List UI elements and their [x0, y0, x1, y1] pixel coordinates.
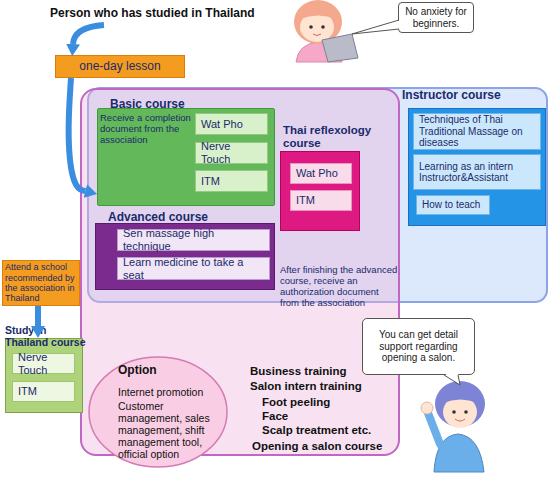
- girl-eye: [321, 25, 325, 29]
- diagram-title: Person who has studied in Thailand: [50, 7, 310, 21]
- course-box: Instructor courseTechniques of Thai Trad…: [408, 108, 546, 226]
- node-text: ITM: [13, 382, 74, 401]
- boy-face: [443, 396, 477, 428]
- node-text: Sen massage high technique: [118, 230, 269, 250]
- bubble-tail: [444, 373, 460, 385]
- girl-illustration: [294, 0, 358, 62]
- start-arrow: [73, 25, 104, 44]
- node-text: Advanced course: [108, 211, 248, 225]
- note-text: After finishing the advanced course, rec…: [280, 265, 398, 309]
- bubble-tail-line: [352, 20, 399, 34]
- item-box: Wat Pho: [290, 163, 352, 184]
- node-text: Internet promotion: [118, 386, 228, 398]
- item-box: Nerve Touch: [195, 142, 268, 164]
- girl-mouth: [313, 34, 321, 36]
- bubble-tail-fill: [352, 20, 401, 34]
- item-box: ITM: [195, 170, 268, 192]
- node-text: Foot peeling: [262, 396, 400, 409]
- node-text: Receive a completion document from the a…: [100, 113, 194, 146]
- node-text: Wat Pho: [291, 164, 351, 183]
- course-box: Study in Thailand courseNerve TouchITM: [5, 338, 83, 413]
- item-box: Learning as an intern Instructor&Assista…: [413, 154, 541, 190]
- boy-arm: [428, 413, 440, 444]
- laptop: [322, 34, 358, 62]
- node-text: Opening a salon course: [252, 440, 400, 453]
- node-text: Wat Pho: [196, 114, 267, 134]
- speech-bubble: No anxiety for beginners.: [398, 2, 474, 33]
- node-heading: Option: [118, 364, 218, 378]
- bubble-tail: [352, 20, 401, 34]
- node-text: No anxiety for beginners.: [399, 3, 473, 32]
- item-box: Wat Pho: [195, 113, 268, 135]
- boy-body: [434, 434, 484, 472]
- item-box: Learn medicine to take a seat: [117, 257, 270, 280]
- course-box: Thai reflexology courseWat PhoITM: [280, 151, 360, 231]
- node-text: Instructor course: [402, 89, 542, 103]
- course-box: Basic courseReceive a completion documen…: [97, 108, 275, 206]
- boy-eye: [464, 410, 468, 414]
- item-box: ITM: [290, 190, 352, 211]
- node-text: Customer management, sales management, s…: [118, 400, 230, 460]
- boy-hand: [421, 402, 433, 414]
- boy-mouth: [455, 419, 465, 421]
- boy-illustration: [421, 381, 485, 472]
- item-box: Sen massage high technique: [117, 229, 270, 251]
- node-text: Salon intern training: [250, 380, 400, 393]
- boy-bangs: [443, 395, 478, 404]
- bubble-tail-fill: [444, 373, 460, 385]
- boy-hair: [435, 381, 485, 427]
- node-text: Nerve Touch: [13, 354, 74, 373]
- girl-face: [300, 12, 334, 42]
- girl-body: [296, 42, 342, 62]
- node-text: Attend a school recommended by the assoc…: [3, 261, 79, 305]
- node-text: Thai reflexology course: [283, 124, 395, 150]
- lesson-box: one-day lesson: [55, 55, 185, 78]
- node-text: Face: [262, 410, 400, 423]
- node-text: ITM: [196, 171, 267, 191]
- edge-layer: [38, 78, 85, 326]
- girl-eye: [309, 25, 313, 29]
- node-text: How to teach: [417, 196, 489, 214]
- node-text: one-day lesson: [56, 56, 184, 77]
- girl-hair: [294, 0, 342, 44]
- node-text: Techniques of Thai Traditional Massage o…: [414, 114, 540, 149]
- node-heading: Basic course: [110, 98, 210, 112]
- node-text: You can get detail support regarding ope…: [363, 319, 474, 374]
- node-text: Learning as an intern Instructor&Assista…: [414, 155, 540, 189]
- boy-eye: [452, 410, 456, 414]
- node-text: Learn medicine to take a seat: [118, 258, 269, 279]
- bubble-tail-line: [444, 375, 460, 385]
- flow-arrow: [69, 78, 86, 191]
- course-box: Advanced courseSen massage high techniqu…: [95, 223, 275, 290]
- node-text: Study in Thailand course: [5, 324, 87, 348]
- item-box: Nerve Touch: [12, 353, 75, 374]
- speech-bubble: You can get detail support regarding ope…: [362, 318, 475, 375]
- item-box: How to teach: [416, 195, 490, 215]
- girl-bangs: [300, 11, 336, 20]
- item-box: Techniques of Thai Traditional Massage o…: [413, 113, 541, 150]
- option-circle: OptionInternet promotionCustomer managem…: [88, 356, 228, 468]
- school-box: Attend a school recommended by the assoc…: [2, 260, 80, 306]
- node-text: Scalp treatment etc.: [262, 424, 400, 437]
- flow-arrow: [35, 306, 41, 326]
- item-box: ITM: [12, 381, 75, 402]
- node-text: Nerve Touch: [196, 143, 267, 163]
- node-text: ITM: [291, 191, 351, 210]
